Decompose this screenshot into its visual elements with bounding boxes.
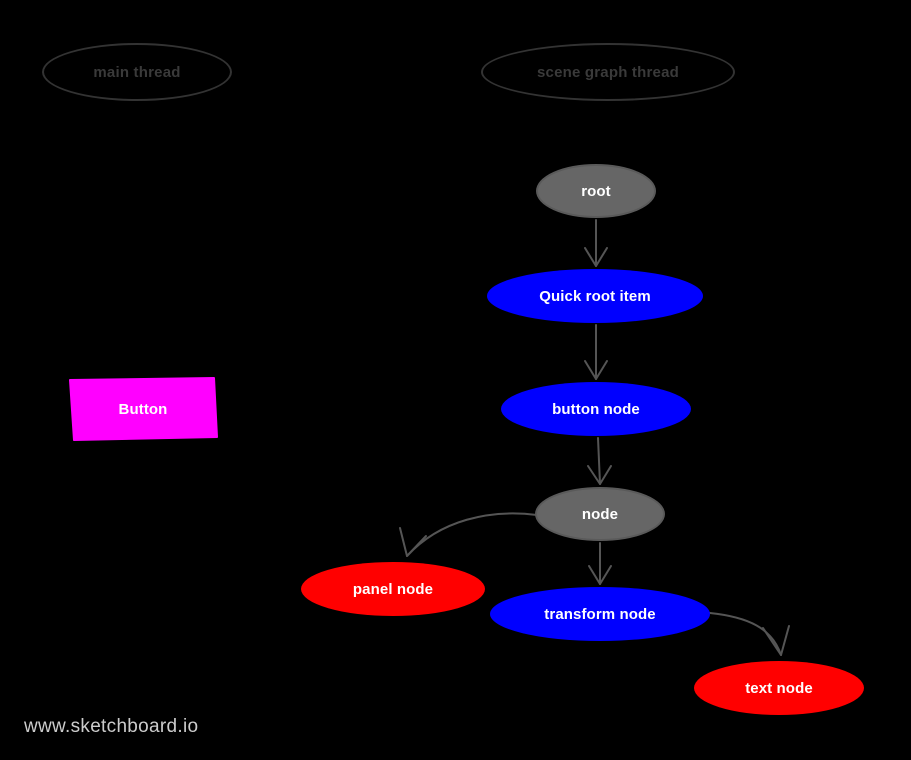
node-transform-node[interactable]: transform node: [490, 587, 710, 641]
lane-scene-graph-thread[interactable]: scene graph thread: [481, 43, 735, 101]
arrowhead-root-quick: [584, 247, 608, 267]
node-label-transform-node: transform node: [544, 605, 656, 623]
lane-label-scene-graph-thread: scene graph thread: [537, 63, 679, 81]
sketch-rect-shape: [69, 377, 218, 441]
node-node[interactable]: node: [535, 487, 665, 541]
edge-node-to-panel-node: [406, 512, 538, 557]
node-label-text-node: text node: [745, 679, 813, 697]
arrowhead-transform-text: [762, 625, 790, 656]
node-quick-root-item[interactable]: Quick root item: [487, 269, 703, 323]
lane-main-thread[interactable]: main thread: [42, 43, 232, 101]
arrowhead-quick-button: [584, 360, 608, 380]
node-label-button-node: button node: [552, 400, 640, 418]
watermark: www.sketchboard.io: [24, 716, 199, 737]
lane-label-main-thread: main thread: [93, 63, 181, 81]
arrowhead-node-panel: [399, 527, 427, 557]
node-button[interactable]: Button: [68, 377, 218, 441]
node-panel-node[interactable]: panel node: [301, 562, 485, 616]
node-text-node[interactable]: text node: [694, 661, 864, 715]
edge-button-node-to-node: [597, 437, 601, 485]
node-button-node[interactable]: button node: [501, 382, 691, 436]
node-label-node: node: [581, 505, 619, 523]
node-label-root: root: [581, 182, 611, 200]
edge-transform-node-to-text-node: [709, 612, 782, 656]
arrowhead-node-transform: [588, 565, 612, 585]
node-label-quick-root-item: Quick root item: [539, 287, 651, 305]
node-root[interactable]: root: [536, 164, 656, 218]
node-label-panel-node: panel node: [352, 580, 434, 598]
arrowhead-button-node: [587, 465, 612, 485]
node-label-button: Button: [118, 400, 168, 418]
